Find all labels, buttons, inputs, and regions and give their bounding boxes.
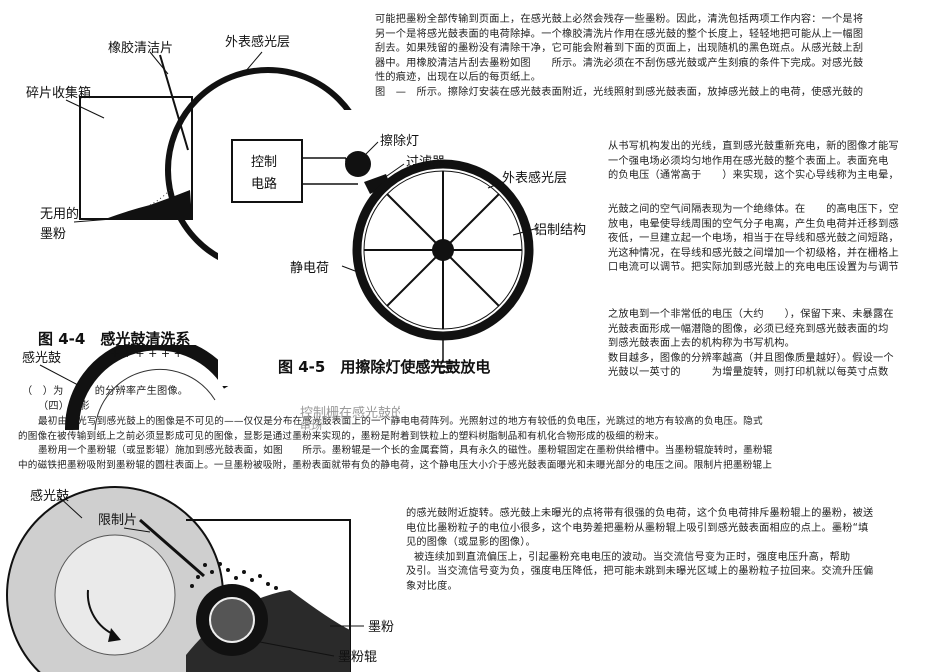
toner-hopper (186, 519, 351, 672)
ghost-text-2: 电场 (300, 419, 322, 430)
text-line: 中的磁铁把墨粉吸附到墨粉辊的圆柱表面上。一旦墨粉被吸附，墨粉表面就带有负的静电荷… (18, 459, 773, 471)
text-line: 及引。当交流信号变为负，强度电压降低，把可能未跳到未曝光区域上的墨粉粒子拉回来。… (406, 566, 874, 578)
label-debris-box: 碎片收集箱 (26, 85, 91, 101)
plus-signs: + + + + + + (110, 347, 183, 360)
drum-spokes (364, 171, 522, 329)
ghost-text: 控制栅在感光鼓的表 (300, 405, 400, 421)
text-line: 光鼓之间的空气间隔表现为一个绝缘体。在 的高电压下，空 (608, 204, 899, 215)
text-line: 到感光鼓表面上去的机构称为书写机构。 (608, 338, 795, 350)
text-line: 光鼓表面形成一幅潜隐的图像，必须已经充到感光鼓表面的均 (608, 323, 889, 335)
text-line: 见的图像（或显影的图像）。 (406, 537, 536, 549)
figure-4-5: 控制 电路 (231, 134, 586, 376)
text-line: 刮去。如果残留的墨粉没有清除干净，它可能会附着到下面的页面上，出现随机的黑色斑点… (375, 43, 864, 55)
top-right-paragraph: 可能把墨粉全部传输到页面上，在感光鼓上必然会残存一些墨粉。因此，清洗包括两项工作… (375, 13, 947, 101)
label-filter: 过滤器 (406, 155, 445, 170)
figure-4-5-panel: 控制 电路 (218, 110, 608, 386)
leader-line (259, 641, 335, 657)
text-line: 象对比度。 (406, 580, 458, 592)
label-limiter: 限制片 (98, 513, 137, 528)
text-line: 最初由激光写到感光鼓上的图像是不可见的——仅仅是分布在感光鼓表面上的一个静电电荷… (38, 416, 763, 427)
toner-roller-core (209, 597, 255, 643)
leader-line (73, 218, 113, 223)
drum-inner (54, 534, 176, 656)
leader-line (39, 364, 79, 386)
leader-line (57, 495, 83, 519)
text-line: 器中。用橡胶清洁片刮去墨粉如图 所示。清洗必须在不刮伤感光鼓或产生刻痕的条件下完… (375, 57, 864, 69)
figure-4-4: 橡胶清洁片 外表感光层 碎片收集箱 无用的 墨粉 图 4-4 感光鼓清洗系 (26, 34, 371, 348)
leader-line (487, 181, 504, 189)
rubber-blade-line (159, 54, 189, 151)
text-line: 一个强电场必须均匀地作用在感光鼓的整个表面上。表面充电 (608, 155, 889, 167)
leader-line (149, 51, 169, 75)
right-block-3: 之放电到一个非常低的电压（大约 ），保留下来、未暴露在 光鼓表面形成一幅潜隐的图… (608, 308, 946, 381)
figure-4-7: 感光鼓 限制片 墨粉 墨粉辊 (6, 486, 394, 672)
label-control-2: 电路 (251, 176, 277, 192)
leader-line (365, 141, 379, 155)
label-erase-lamp: 擦除灯 (380, 134, 419, 149)
left-fragment: （ ）为 的分辨率产生图像。 (22, 386, 189, 397)
text-line: 的图像在被传输到纸上之前必须显影成可见的图像，显影是通过墨粉来实现的，墨粉是附着… (18, 430, 665, 442)
rotation-arrow (86, 589, 116, 636)
limiter-blade (139, 518, 205, 578)
text-line: 光这种情况，在导线和感光鼓之间增加一个初级格，并在栅格上 (608, 247, 899, 259)
caption-fig-4-4: 图 4-4 感光鼓清洗系 (38, 330, 190, 348)
label-aluminum: 铝制结构 (534, 223, 586, 238)
section-label: （四）显影 (38, 401, 90, 412)
middle-paragraph: 最初由激光写到感光鼓上的图像是不可见的——仅仅是分布在感光鼓表面上的一个静电电荷… (18, 415, 948, 473)
leader-line (512, 227, 539, 236)
label-static-charge: 静电荷 (290, 261, 329, 276)
bottom-paragraph: 的感光鼓附近旋转。感光鼓上未曝光的点将带有很强的负电荷，这个负电荷排斥墨粉辊上的… (406, 507, 946, 595)
text-line: 从书写机构发出的光线，直到感光鼓重新充电，新的图像才能写 (608, 141, 899, 152)
drum-inner-arc (94, 368, 216, 430)
text-line: 的感光鼓附近旋转。感光鼓上未曝光的点将带有很强的负电荷，这个负电荷排斥墨粉辊上的… (406, 508, 874, 519)
leader-line (341, 265, 364, 275)
control-box (231, 139, 303, 203)
label-toner-roller: 墨粉辊 (338, 650, 377, 665)
label-control-1: 控制 (251, 155, 277, 170)
leader-line (383, 163, 405, 179)
text-line: 性的痕迹，出现在以后的每页纸上。 (375, 72, 542, 84)
caption-fig-4-5: 图 4-5 用擦除灯使感光鼓放电 (278, 358, 490, 376)
right-block-1: 从书写机构发出的光线，直到感光鼓重新充电，新的图像才能写 一个强电场必须均匀地作… (608, 140, 946, 184)
label-toner: 墨粉 (368, 620, 394, 635)
leader-line (244, 51, 263, 73)
label-waste-toner-1: 无用的 (40, 206, 79, 222)
arrow-head (108, 628, 121, 642)
drum-hub (432, 239, 454, 261)
label-outer-layer: 外表感光层 (225, 34, 290, 50)
text-line: 光鼓以一英寸的 为增量旋转，则打印机就以每英寸点数 (608, 367, 889, 379)
text-line: 墨粉用一个墨粉辊（或显影辊）施加到感光鼓表面，如图 所示。墨粉辊是一个长的金属套… (38, 445, 773, 457)
leader-line (123, 527, 151, 533)
drum-arc (64, 345, 237, 430)
toner-particles (190, 562, 278, 590)
label-drum: 感光鼓 (22, 350, 61, 366)
waste-toner-pile (108, 190, 192, 219)
label-waste-toner-2: 墨粉 (40, 227, 66, 242)
figure-4-6-partial: 感光鼓 + + + + + + 控制栅在感光鼓的表 电场 (22, 345, 400, 430)
text-line: 电位比墨粉粒子的电位小很多，这个电势差把墨粉从墨粉辊上吸引到感光鼓表面相应的点上… (406, 522, 869, 534)
ground-icon (431, 361, 455, 373)
text-line: 夜低，一旦建立起一个电场，相当于在导线和感光鼓之间短路， (608, 233, 899, 245)
text-line: 被连续加到直流偏压上，引起墨粉充电电压的波动。当交流信号变为正时，强度电压升高，… (414, 551, 851, 563)
text-line: 另一个是将感光鼓表面的电荷除掉。一个橡胶清洗片作用在感光鼓的整个长度上，轻轻地把… (375, 28, 864, 40)
filter (364, 174, 390, 194)
label-outer-layer: 外表感光层 (502, 170, 567, 186)
leader-line (65, 99, 105, 119)
text-line: 的负电压（通常高于 ）来实现，这个实心导线称为主电晕， (608, 170, 899, 182)
text-line: 可能把墨粉全部传输到页面上，在感光鼓上必然会残存一些墨粉。因此，清洗包括两项工作… (375, 14, 864, 25)
right-block-2: 光鼓之间的空气间隔表现为一个绝缘体。在 的高电压下，空 放电，电晕使导线周围的空… (608, 203, 946, 276)
label-rubber-blade: 橡胶清洁片 (108, 40, 173, 56)
text-line: 数目越多，图像的分辨率越高（并且图像质量越好）。假设一个 (608, 352, 894, 364)
erase-lamp (345, 151, 371, 177)
label-drum: 感光鼓 (30, 488, 69, 504)
text-line: 图 — 所示。擦除灯安装在感光鼓表面附近，光线照射到感光鼓表面，放掉感光鼓上的电… (375, 86, 864, 98)
text-line: 之放电到一个非常低的电压（大约 ），保留下来、未暴露在 (608, 309, 894, 320)
text-line: 口电流可以调节。把实际加到感光鼓上的充电电压设置为与调节 (608, 262, 899, 274)
text-line: 放电，电晕使导线周围的空气分子电离，产生负电荷并迁移到感 (608, 218, 899, 230)
